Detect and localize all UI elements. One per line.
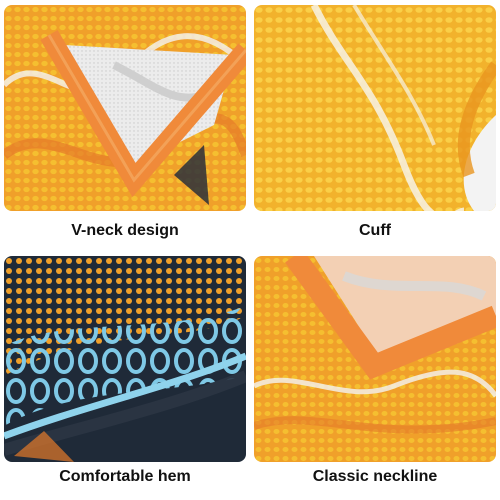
photo-comfortable-hem: [4, 256, 246, 462]
hem-photo-art: [4, 256, 246, 462]
cuff-photo-art: [254, 5, 496, 211]
caption-cuff: Cuff: [359, 222, 391, 239]
caption-comfortable-hem: Comfortable hem: [59, 468, 191, 485]
photo-cuff: [254, 5, 496, 211]
caption-classic-neckline: Classic neckline: [312, 468, 438, 485]
caption-v-neck-design: V-neck design: [71, 222, 179, 239]
v-neck-photo-art: [4, 5, 246, 211]
neckline-photo-art: [254, 256, 496, 462]
photo-classic-neckline: [254, 256, 496, 462]
photo-v-neck-design: [4, 5, 246, 211]
